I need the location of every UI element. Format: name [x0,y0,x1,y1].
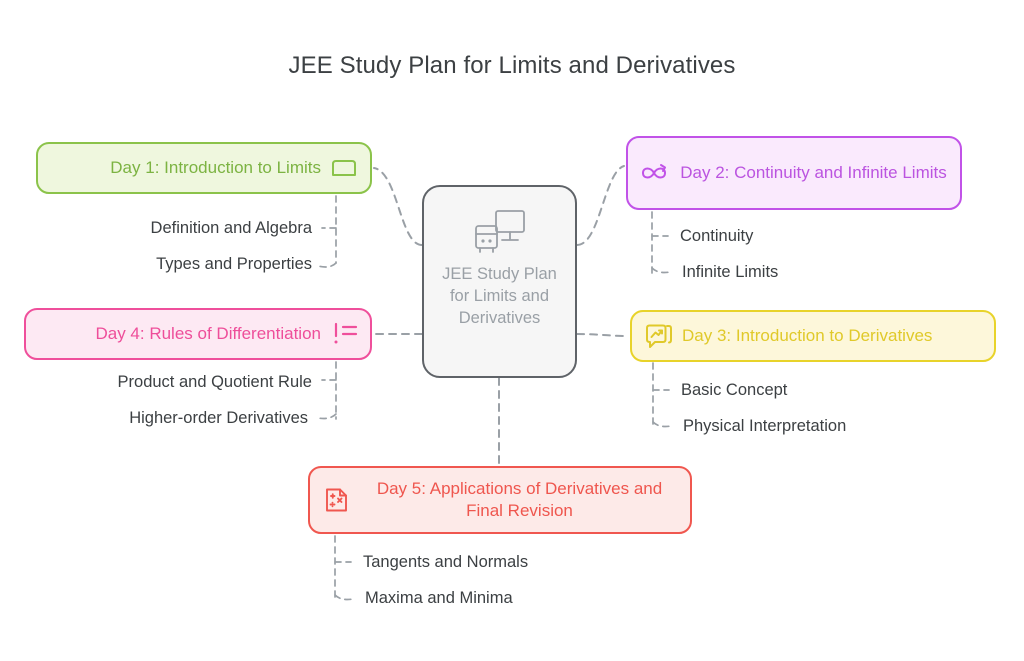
edge-center-day1 [373,167,423,246]
branch-node-day4[interactable]: Day 4: Rules of Differentiation [24,308,372,360]
sub-item-day4-0[interactable]: Product and Quotient Rule [117,373,312,391]
branch-node-day3[interactable]: Day 3: Introduction to Derivatives [630,310,996,362]
edge-center-day2 [576,165,625,246]
desktop-monitor-icon [474,210,525,253]
sub-item-day3-0[interactable]: Basic Concept [681,381,788,399]
edge-center-day3 [576,333,629,337]
branch-label-day5: Day 5: Applications of Derivatives and F… [376,479,663,520]
math-document-icon [326,488,347,512]
branch-node-day1[interactable]: Day 1: Introduction to Limits [36,142,372,194]
branch-label-day1: Day 1: Introduction to Limits [110,158,321,177]
center-node[interactable]: JEE Study Plan for Limits and Derivative… [422,185,577,378]
edge-day2-child1 [651,267,671,274]
branch-label-day4: Day 4: Rules of Differentiation [95,324,321,343]
sub-item-day2-1[interactable]: Infinite Limits [682,263,779,281]
infinity-icon [642,164,666,179]
edge-day1-child1 [317,262,337,268]
branch-label-day2: Day 2: Continuity and Infinite Limits [680,163,947,182]
branch-node-day2[interactable]: Day 2: Continuity and Infinite Limits [626,136,962,210]
sub-item-day3-1[interactable]: Physical Interpretation [683,417,847,435]
edge-day4-child1 [317,413,337,420]
branch-label-day3: Day 3: Introduction to Derivatives [682,326,933,345]
sub-item-day1-0[interactable]: Definition and Algebra [150,219,312,237]
branch-node-day5[interactable]: Day 5: Applications of Derivatives and F… [308,466,692,534]
sub-item-day1-1[interactable]: Types and Properties [156,255,312,273]
edge-day3-child1 [652,421,672,428]
window-frame-icon [332,160,356,176]
sub-item-day4-1[interactable]: Higher-order Derivatives [129,409,308,427]
edge-day5-child1 [334,594,354,601]
chat-trending-up-icon [646,324,672,348]
sub-item-day2-0[interactable]: Continuity [680,227,754,245]
sub-item-day5-0[interactable]: Tangents and Normals [363,553,529,571]
center-node-label: JEE Study Plan for Limits and Derivative… [442,265,557,327]
sub-item-day5-1[interactable]: Maxima and Minima [365,589,513,607]
page-title: JEE Study Plan for Limits and Derivative… [288,52,736,79]
alert-list-icon [334,322,358,344]
